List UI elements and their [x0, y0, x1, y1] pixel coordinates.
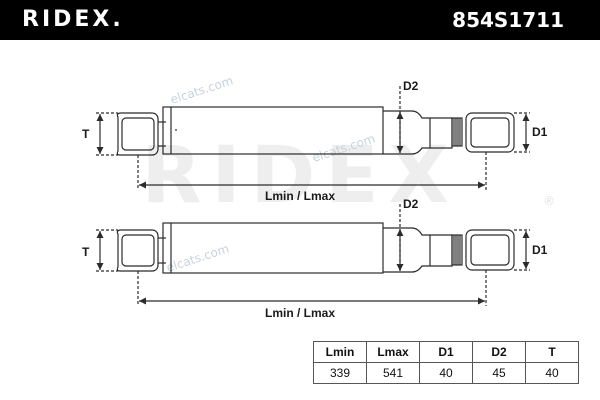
- watermark: RIDEX ® elcats.com elcats.com elcats.com: [141, 73, 555, 274]
- rod-housing: [383, 227, 453, 273]
- value-lmin: 339: [313, 362, 367, 384]
- header-lmax: Lmax: [366, 341, 420, 363]
- label-D2: D2: [403, 197, 419, 211]
- bushing: [451, 117, 463, 147]
- shock-body: [162, 222, 384, 274]
- shock-absorber-top: [96, 86, 530, 190]
- right-eye-mount: [465, 229, 515, 271]
- label-T: T: [82, 127, 90, 141]
- label-length: Lmin / Lmax: [265, 189, 335, 203]
- label-D1: D1: [532, 243, 548, 257]
- header-lmin: Lmin: [313, 341, 367, 363]
- label-D1: D1: [532, 125, 548, 139]
- label-T: T: [82, 245, 90, 259]
- shock-body: [162, 106, 384, 155]
- brand-logo: RIDEX.: [22, 7, 124, 32]
- header-d2: D2: [472, 341, 526, 363]
- value-d1: 40: [419, 362, 473, 384]
- part-number: 854S1711: [452, 8, 564, 32]
- watermark-site: elcats.com: [165, 241, 231, 274]
- top-dimension-labels: T D2 D1 Lmin / Lmax: [82, 79, 548, 203]
- bushing: [451, 234, 463, 266]
- specs-value-row: 339 541 40 45 40: [313, 362, 579, 384]
- specs-header-row: Lmin Lmax D1 D2 T: [313, 341, 579, 363]
- watermark-site: elcats.com: [169, 73, 235, 106]
- bottom-dimension-labels: T D2 D1 Lmin / Lmax: [82, 197, 548, 320]
- header-d1: D1: [419, 341, 473, 363]
- header-t: T: [525, 341, 579, 363]
- left-eye-mount: [116, 229, 166, 272]
- left-eye-mount: [116, 112, 166, 156]
- value-lmax: 541: [366, 362, 420, 384]
- label-length: Lmin / Lmax: [265, 306, 335, 320]
- right-eye-mount: [465, 112, 515, 153]
- watermark-registered: ®: [543, 194, 555, 208]
- header-bar: RIDEX. 854S1711: [0, 0, 600, 40]
- shock-absorber-bottom: [96, 204, 530, 306]
- label-D2: D2: [403, 79, 419, 93]
- value-d2: 45: [472, 362, 526, 384]
- specs-table: Lmin Lmax D1 D2 T 339 541 40 45 40: [313, 341, 579, 384]
- value-t: 40: [525, 362, 579, 384]
